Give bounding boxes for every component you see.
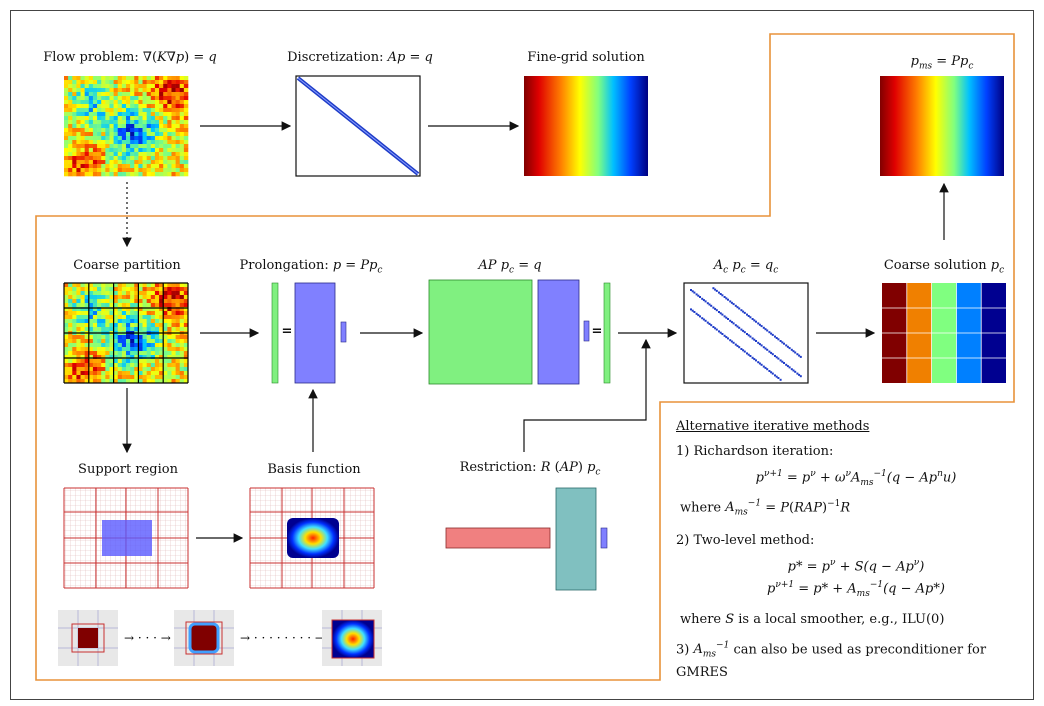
- permeability-field: [64, 76, 189, 177]
- item-richardson: 1) Richardson iteration:: [676, 444, 834, 459]
- item-two-level: 2) Two-level method:: [676, 532, 815, 548]
- equals-sign-2: =: [591, 324, 603, 339]
- restriction-label: Restriction: R (AP) pc: [459, 460, 601, 478]
- multiscale-solution-image: [880, 76, 1004, 176]
- svg-text:→ · · · →: → · · · →: [124, 631, 171, 645]
- fine-grid-solution-label: Fine-grid solution: [527, 50, 645, 65]
- basis-function-label: Basis function: [267, 462, 361, 477]
- coarse-solution-image: [882, 283, 1006, 383]
- coarse-partition-label: Coarse partition: [73, 258, 181, 273]
- ap-pc-label: AP pc = q: [478, 258, 542, 276]
- sparse-matrix-fine: [295, 75, 421, 177]
- prolongation-label: Prolongation: p = Ppc: [239, 258, 383, 276]
- iterative-methods-panel: Alternative iterative methods 1) Richard…: [676, 418, 1036, 681]
- multiscale-solution-label: pms = Ppc: [910, 54, 974, 72]
- basis-function-image: [249, 487, 375, 589]
- item-gmres: 3) Ams−1 can also be used as preconditio…: [676, 641, 987, 681]
- restriction-equation: [445, 487, 608, 591]
- support-region-image: [63, 487, 189, 589]
- coarse-partition-image: [63, 282, 189, 384]
- panel-title: Alternative iterative methods: [676, 419, 870, 434]
- discretization-label: Discretization: Ap = q: [287, 50, 433, 65]
- where-ams: where Ams−1 = P(RAP)−1R: [680, 498, 851, 518]
- svg-text:→ · · · · · · · · →: → · · · · · · · · →: [240, 631, 325, 645]
- restriction-arrow: [523, 338, 651, 452]
- basis-evolution-sequence: → · · · → → · · · · · · · · →: [58, 610, 382, 666]
- equals-sign-1: =: [281, 324, 293, 339]
- equation-smoother: p* = pν + S(q − Apν): [787, 557, 925, 575]
- fine-grid-solution-image: [524, 76, 648, 176]
- prolongation-equation: [271, 282, 347, 384]
- support-region-label: Support region: [78, 462, 178, 477]
- equation-richardson: pν+1 = pν + ωνAms−1(q − Apnu): [755, 469, 957, 488]
- ac-pc-label: Ac pc = qc: [713, 258, 779, 276]
- where-smoother: where S is a local smoother, e.g., ILU(0…: [680, 612, 945, 628]
- multiscale-region-outline: [35, 33, 1015, 681]
- flow-problem-label: Flow problem: ∇(K∇p) = q: [43, 50, 217, 65]
- coarse-matrix: [683, 282, 809, 384]
- coarse-solution-label: Coarse solution pc: [883, 258, 1005, 276]
- figure-frame: [10, 10, 1034, 700]
- ap-pc-equation: [428, 279, 611, 385]
- equation-correction: pν+1 = p* + Ams−1(q − Ap*): [767, 580, 945, 600]
